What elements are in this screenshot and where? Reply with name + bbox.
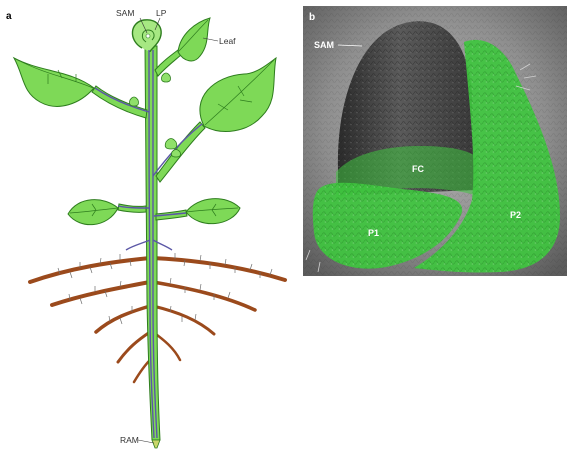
panel-a-label: a <box>6 11 12 22</box>
panel-b-sem-micrograph: b SAM FC P1 P2 <box>303 6 567 276</box>
axillary-bud <box>162 73 171 82</box>
panel-b-label: b <box>309 12 315 23</box>
root-left-3 <box>96 306 150 332</box>
axillary-bud <box>130 97 139 106</box>
label-lp: LP <box>156 8 167 18</box>
branch-right-mid <box>156 122 205 182</box>
label-ram: RAM <box>120 435 139 445</box>
label-p1: P1 <box>368 228 379 238</box>
label-sam-b: SAM <box>314 40 334 50</box>
root-right-3 <box>153 306 214 334</box>
leaf-top-right <box>178 18 210 61</box>
label-leaf: Leaf <box>219 36 236 46</box>
panel-a-plant-diagram: a <box>6 8 285 448</box>
root-right-2 <box>153 282 255 310</box>
root-right-1 <box>152 258 285 280</box>
label-fc: FC <box>412 164 424 174</box>
root-hairs <box>58 253 272 324</box>
root-tip <box>152 440 160 448</box>
root-left-1 <box>30 258 150 282</box>
leaf-upper-left <box>14 58 94 106</box>
label-sam-a: SAM <box>116 8 134 18</box>
root-left-4 <box>118 332 150 362</box>
sam-dot <box>146 34 150 38</box>
root-left-2 <box>52 282 150 305</box>
axillary-bud <box>172 150 181 158</box>
root-left-5 <box>134 360 150 382</box>
axillary-bud <box>165 139 177 150</box>
label-p2: P2 <box>510 210 521 220</box>
branch-right-upper <box>155 50 181 76</box>
leaf-lower-left <box>68 200 118 225</box>
